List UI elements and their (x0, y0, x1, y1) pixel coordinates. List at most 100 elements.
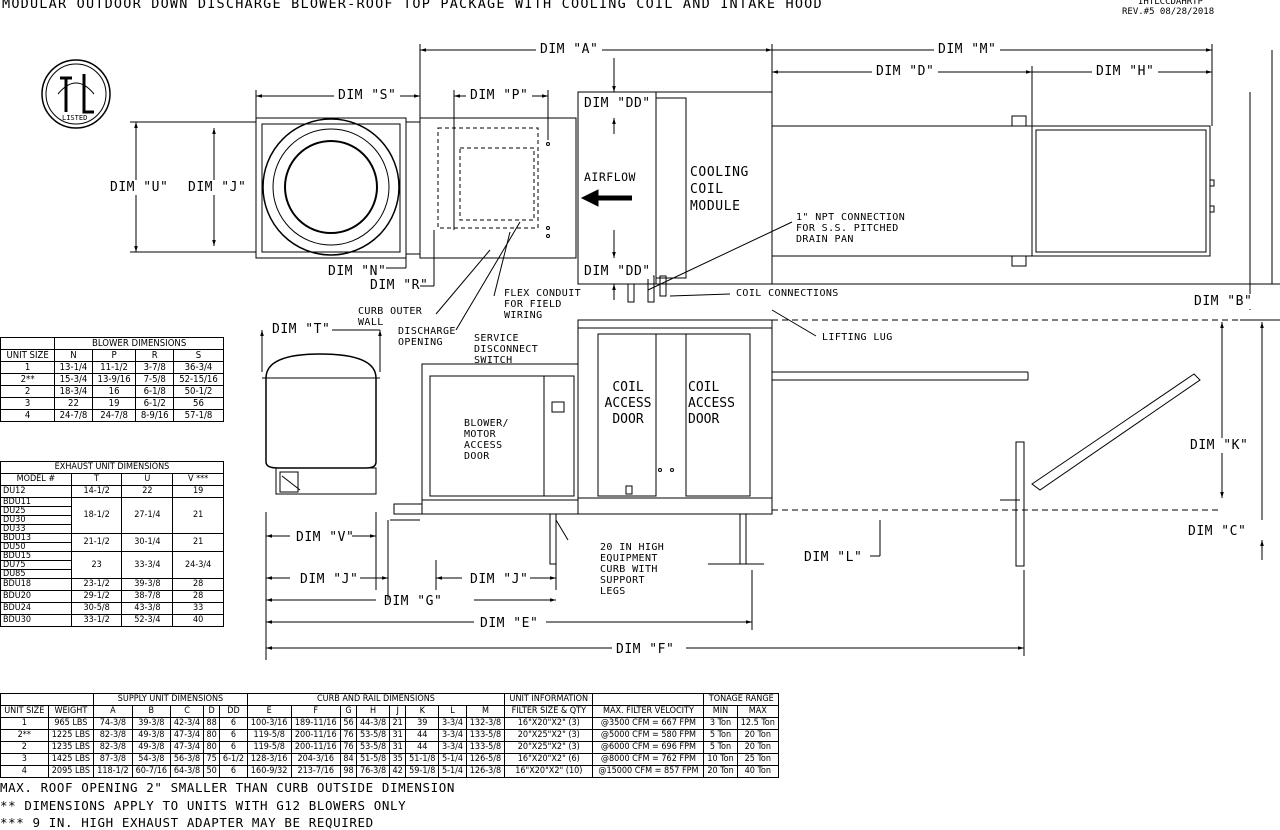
model-cell: BDU18 (0, 578, 72, 591)
note-roof-opening: MAX. ROOF OPENING 2" SMALLER THAN CURB O… (0, 780, 456, 795)
coil-connections-label: COIL CONNECTIONS (736, 288, 839, 299)
table-cell: 80 (203, 729, 221, 742)
table-cell: 3-3/4 (438, 717, 467, 730)
table-cell: 126-5/8 (465, 753, 506, 766)
table-cell: 87-3/8 (93, 753, 133, 766)
dim-b-label: DIM "B" (1192, 294, 1255, 309)
table-cell: 21-1/2 (70, 533, 123, 552)
table-cell: 20 Ton (703, 765, 738, 778)
table-cell: 13-9/16 (91, 373, 137, 386)
column-header: MODEL # (0, 473, 72, 486)
model-cell: BDU24 (0, 602, 72, 615)
table-cell: 119-5/8 (246, 741, 292, 754)
logo-listed-text: LISTED (62, 114, 88, 122)
dim-j-top-label: DIM "J" (186, 180, 249, 195)
table-cell: @5000 CFM = 580 FPM (592, 729, 705, 742)
column-header: E (246, 705, 292, 718)
table-cell: 29-1/2 (70, 590, 123, 603)
column-header: T (70, 473, 123, 486)
note-g12-blowers: ** DIMENSIONS APPLY TO UNITS WITH G12 BL… (0, 798, 407, 813)
table-cell: 1235 LBS (47, 741, 95, 754)
table-cell: 118-1/2 (93, 765, 133, 778)
column-header: UNIT SIZE (0, 705, 49, 718)
table-cell: 98 (339, 765, 358, 778)
table-cell: 74-3/8 (93, 717, 133, 730)
dim-c-label: DIM "C" (1184, 524, 1251, 539)
dim-r-label: DIM "R" (370, 278, 429, 293)
note-exhaust-adapter: *** 9 IN. HIGH EXHAUST ADAPTER MAY BE RE… (0, 815, 374, 830)
table-cell: 6 (219, 765, 248, 778)
table-cell: 20"X25"X2" (3) (504, 729, 594, 742)
table-cell: 52-15/16 (172, 373, 225, 386)
column-header: K (405, 705, 440, 718)
table-cell: 1 (0, 717, 49, 730)
table-cell: 82-3/8 (93, 741, 133, 754)
dim-f-label: DIM "F" (616, 642, 675, 657)
table-cell: 52-3/4 (121, 614, 174, 627)
column-header: U (121, 473, 174, 486)
table-cell: 126-3/8 (465, 765, 506, 778)
table-cell: 33 (172, 602, 224, 615)
table-cell: 213-7/16 (290, 765, 341, 778)
table-cell: 60-7/16 (131, 765, 172, 778)
table-cell: 22 (54, 397, 93, 410)
table-cell: 40 Ton (736, 765, 780, 778)
model-cell: DU12 (0, 485, 72, 498)
column-header: A (93, 705, 133, 718)
table-cell: 44 (405, 729, 440, 742)
table-cell: 53-5/8 (356, 729, 391, 742)
column-header: G (339, 705, 358, 718)
column-header: V *** (172, 473, 224, 486)
table-cell: 84 (339, 753, 358, 766)
table-cell: 119-5/8 (246, 729, 292, 742)
table-cell: 21 (172, 497, 224, 534)
table-title: EXHAUST UNIT DIMENSIONS (0, 461, 224, 474)
table-cell: 64-3/8 (170, 765, 205, 778)
table-cell: 2 (0, 741, 49, 754)
table-cell: 128-3/16 (246, 753, 292, 766)
table-cell: 11-1/2 (91, 361, 137, 374)
table-cell: 44 (405, 741, 440, 754)
dim-dd-bottom-label: DIM "DD" (582, 264, 653, 279)
table-cell: 2** (0, 373, 56, 386)
table-cell: 2095 LBS (47, 765, 95, 778)
airflow-label: AIRFLOW (584, 170, 636, 184)
table-cell: 39-3/8 (121, 578, 174, 591)
table-cell: 56 (172, 397, 225, 410)
dim-k-label: DIM "K" (1186, 438, 1253, 453)
table-cell: 24-3/4 (172, 551, 224, 579)
etl-logo (41, 59, 111, 129)
table-cell: 20 Ton (736, 741, 780, 754)
table-cell: 14-1/2 (70, 485, 123, 498)
table-cell: 13-1/4 (54, 361, 93, 374)
table-cell: 16 (91, 385, 137, 398)
group-header: SUPPLY UNIT DIMENSIONS (93, 693, 248, 706)
drawing-title: MODULAR OUTDOOR DOWN DISCHARGE BLOWER-RO… (2, 0, 823, 12)
table-cell: 22 (121, 485, 174, 498)
table-cell: 5 Ton (703, 741, 738, 754)
table-cell: 16"X20"X2" (6) (504, 753, 594, 766)
dim-e-label: DIM "E" (480, 616, 539, 631)
table-cell: 12.5 Ton (736, 717, 780, 730)
table-cell: 35 (389, 753, 407, 766)
column-header: UNIT SIZE (0, 349, 56, 362)
table-cell: 28 (172, 590, 224, 603)
table-cell: 33-1/2 (70, 614, 123, 627)
table-cell: 6-1/2 (219, 753, 248, 766)
dim-j-left-label: DIM "J" (300, 572, 359, 587)
table-cell: 57-1/8 (172, 409, 225, 422)
column-header: FILTER SIZE & QTY (504, 705, 594, 718)
table-cell: 4 (0, 765, 49, 778)
